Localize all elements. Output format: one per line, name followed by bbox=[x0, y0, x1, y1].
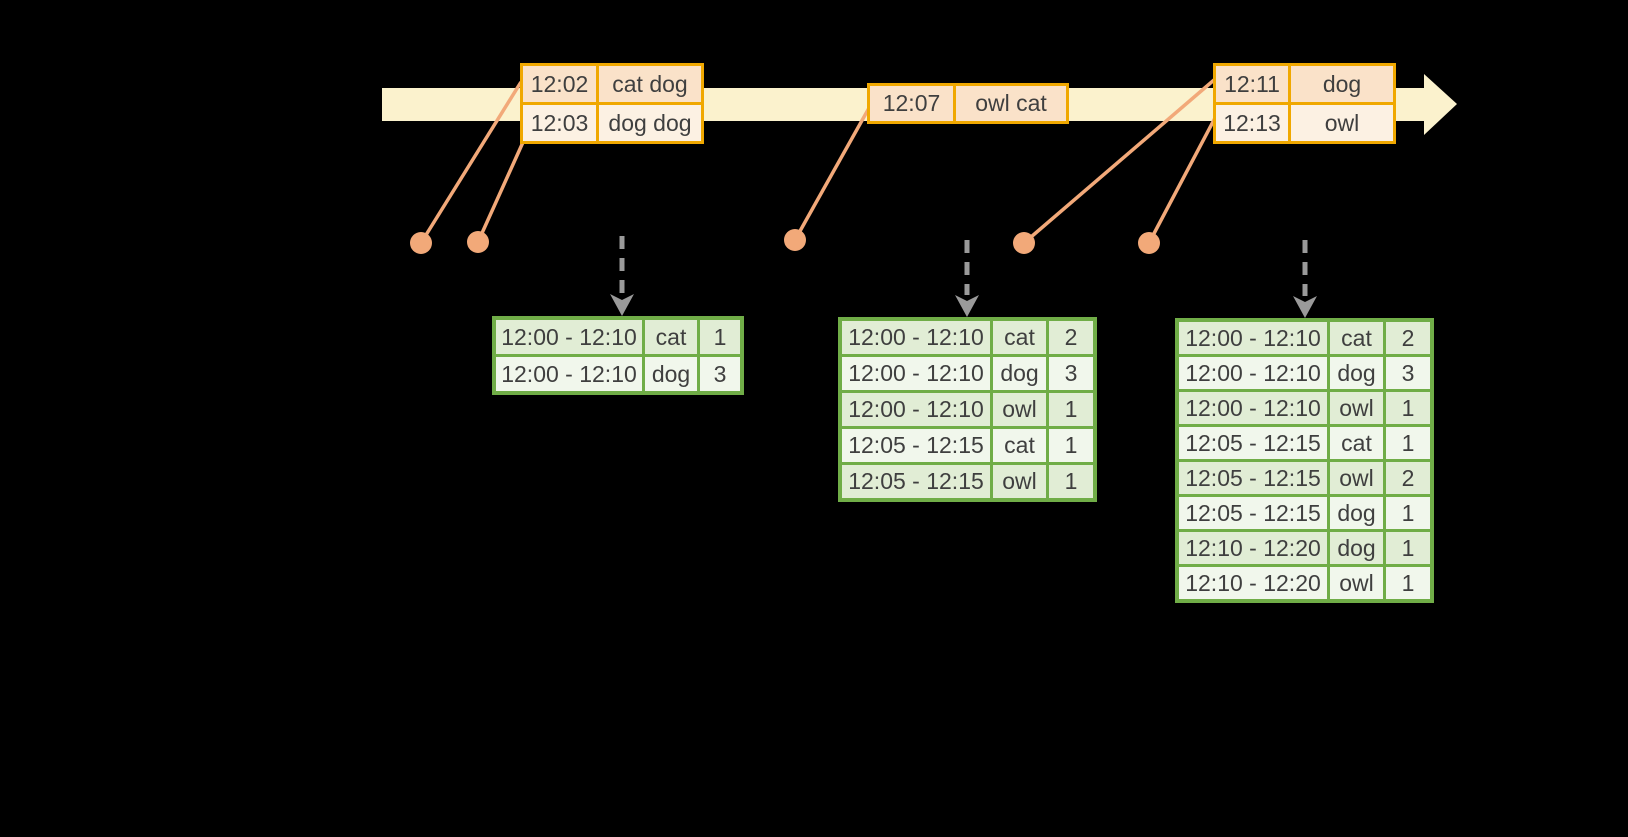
table-cell: dog bbox=[993, 357, 1046, 390]
trigger-arrows bbox=[610, 236, 1317, 318]
connector-line bbox=[1147, 117, 1217, 244]
table-cell: 12:00 - 12:10 bbox=[842, 357, 990, 390]
table-cell: 1 bbox=[1049, 429, 1093, 462]
table-cell: cat dog bbox=[599, 66, 701, 102]
table-cell: 12:13 bbox=[1216, 105, 1288, 141]
table-cell: 12:00 - 12:10 bbox=[496, 357, 642, 391]
event-connectors bbox=[419, 78, 1217, 245]
table-cell: 1 bbox=[1049, 465, 1093, 498]
event-dot-icon bbox=[784, 229, 806, 251]
table-cell: 3 bbox=[1049, 357, 1093, 390]
trigger-arrowhead-icon bbox=[955, 295, 979, 317]
table-cell: cat bbox=[993, 321, 1046, 354]
table-cell: 12:07 bbox=[870, 86, 953, 121]
table-cell: owl bbox=[993, 393, 1046, 426]
table-cell: dog bbox=[1330, 497, 1383, 529]
table-cell: 3 bbox=[700, 357, 740, 391]
connector-line bbox=[419, 81, 523, 244]
trigger-arrowhead-icon bbox=[610, 294, 634, 316]
connector-line bbox=[793, 107, 871, 241]
table-cell: 12:05 - 12:15 bbox=[1179, 462, 1327, 494]
table-cell: cat bbox=[1330, 322, 1383, 354]
table-cell: 1 bbox=[1386, 392, 1430, 424]
table-cell: 1 bbox=[1386, 567, 1430, 599]
table-cell: owl bbox=[993, 465, 1046, 498]
table-cell: owl bbox=[1330, 392, 1383, 424]
table-cell: 3 bbox=[1386, 357, 1430, 389]
table-cell: 2 bbox=[1049, 321, 1093, 354]
table-cell: 12:02 bbox=[523, 66, 596, 102]
table-cell: 1 bbox=[700, 320, 740, 354]
table-cell: 2 bbox=[1386, 322, 1430, 354]
table-cell: dog bbox=[1330, 357, 1383, 389]
table-cell: 12:00 - 12:10 bbox=[1179, 322, 1327, 354]
event-dots bbox=[410, 229, 1160, 254]
table-cell: 12:05 - 12:15 bbox=[1179, 497, 1327, 529]
table-cell: 12:05 - 12:15 bbox=[842, 429, 990, 462]
table-cell: 12:00 - 12:10 bbox=[1179, 357, 1327, 389]
table-cell: 12:10 - 12:20 bbox=[1179, 567, 1327, 599]
table-cell: owl bbox=[1330, 462, 1383, 494]
table-cell: 12:00 - 12:10 bbox=[842, 321, 990, 354]
table-cell: 12:05 - 12:15 bbox=[1179, 427, 1327, 459]
table-cell: owl bbox=[1291, 105, 1393, 141]
table-cell: dog bbox=[645, 357, 697, 391]
connector-line bbox=[1022, 78, 1216, 245]
table-cell: 12:00 - 12:10 bbox=[496, 320, 642, 354]
table-cell: 12:10 - 12:20 bbox=[1179, 532, 1327, 564]
table-cell: owl cat bbox=[956, 86, 1066, 121]
table-cell: dog bbox=[1330, 532, 1383, 564]
table-cell: cat bbox=[645, 320, 697, 354]
table-cell: cat bbox=[1330, 427, 1383, 459]
table-cell: owl bbox=[1330, 567, 1383, 599]
table-cell: 1 bbox=[1386, 427, 1430, 459]
table-cell: 2 bbox=[1386, 462, 1430, 494]
event-dot-icon bbox=[467, 231, 489, 253]
table-cell: 12:00 - 12:10 bbox=[1179, 392, 1327, 424]
table-cell: 12:11 bbox=[1216, 66, 1288, 102]
table-cell: 12:05 - 12:15 bbox=[842, 465, 990, 498]
table-cell: 12:00 - 12:10 bbox=[842, 393, 990, 426]
table-cell: 1 bbox=[1049, 393, 1093, 426]
table-cell: dog bbox=[1291, 66, 1393, 102]
table-cell: 1 bbox=[1386, 497, 1430, 529]
table-cell: 12:03 bbox=[523, 105, 596, 141]
event-dot-icon bbox=[1138, 232, 1160, 254]
event-dot-icon bbox=[1013, 232, 1035, 254]
timeline-arrowhead-icon bbox=[1424, 74, 1457, 135]
connector-line bbox=[476, 139, 526, 243]
event-dot-icon bbox=[410, 232, 432, 254]
table-cell: cat bbox=[993, 429, 1046, 462]
trigger-arrowhead-icon bbox=[1293, 296, 1317, 318]
table-cell: 1 bbox=[1386, 532, 1430, 564]
table-cell: dog dog bbox=[599, 105, 701, 141]
